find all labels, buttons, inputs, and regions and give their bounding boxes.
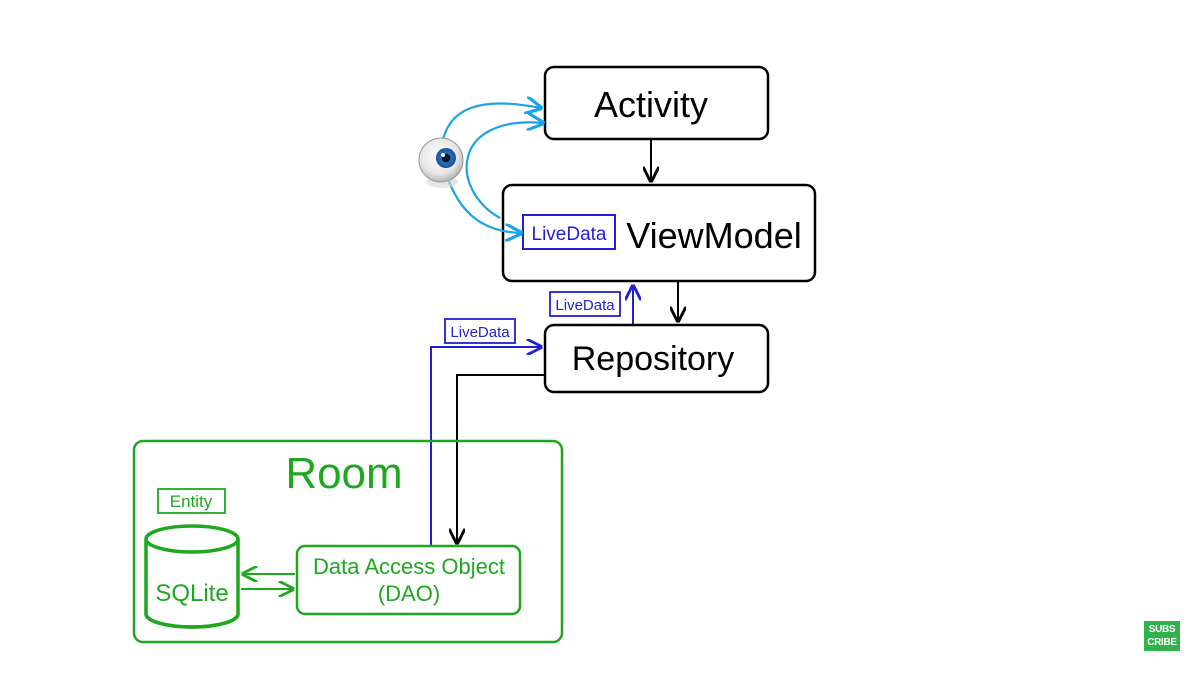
livedata-dao-to-repo-box bbox=[444, 318, 516, 344]
viewmodel-livedata-label: LiveData bbox=[532, 224, 607, 245]
activity-node: Activity bbox=[543, 65, 770, 141]
entity-label: Entity bbox=[170, 492, 213, 511]
livedata-repo-to-vm-box bbox=[549, 291, 621, 317]
dao-label-line1: Data Access Object bbox=[313, 554, 505, 579]
subscribe-button[interactable]: SUBS CRIBE bbox=[1144, 621, 1180, 651]
sqlite-label: SQLite bbox=[155, 580, 228, 607]
sqlite-database-icon bbox=[144, 524, 240, 629]
arrow-dao-to-repository-livedata bbox=[430, 347, 541, 546]
observer-curve-middle bbox=[465, 122, 543, 219]
entity-box bbox=[157, 488, 226, 514]
dao-label-line2: (DAO) bbox=[378, 581, 440, 606]
activity-label: Activity bbox=[594, 84, 708, 125]
repository-label: Repository bbox=[572, 340, 735, 378]
eye-icon bbox=[418, 137, 464, 188]
repository-node: Repository bbox=[543, 323, 770, 394]
room-label: Room bbox=[285, 449, 402, 498]
dao-node bbox=[295, 544, 522, 616]
subscribe-line2: CRIBE bbox=[1147, 637, 1177, 648]
room-container: Room Entity SQLite Data Access Object (D… bbox=[132, 439, 564, 644]
arrow-repository-to-dao bbox=[457, 374, 545, 543]
subscribe-line1: SUBS bbox=[1148, 624, 1176, 635]
livedata-repo-to-vm-label: LiveData bbox=[555, 297, 615, 314]
livedata-dao-to-repo-label: LiveData bbox=[450, 324, 510, 341]
viewmodel-label: ViewModel bbox=[626, 215, 801, 256]
viewmodel-node: LiveData ViewModel bbox=[501, 183, 817, 283]
